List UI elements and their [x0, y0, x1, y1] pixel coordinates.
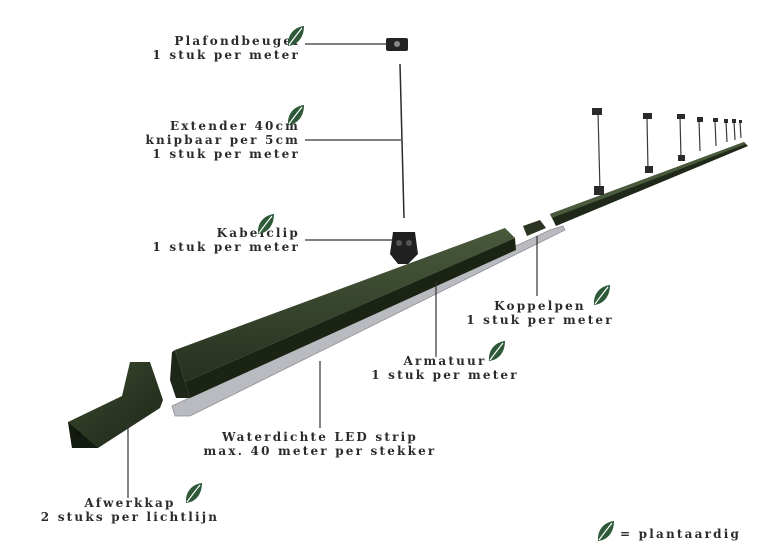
leaf-icon: [257, 214, 274, 234]
extender-subtitle: knipbaar per 5cm: [145, 133, 300, 147]
legend-text: = plantaardig: [620, 527, 742, 541]
extender-note: 1 stuk per meter: [152, 147, 300, 161]
koppelpen-title: Koppelpen: [494, 299, 586, 313]
plafondbeugel-subtitle: 1 stuk per meter: [152, 48, 300, 62]
leader-lines: [127, 43, 538, 498]
afwerkkap-subtitle: 2 stuks per lichtlijn: [40, 510, 220, 524]
far-rail: [550, 108, 748, 226]
leaf-icon: [287, 26, 304, 46]
label-kabelclip: Kabelclip 1 stuk per meter: [110, 226, 300, 254]
armatuur-subtitle: 1 stuk per meter: [371, 368, 519, 382]
label-led-strip: Waterdichte LED strip max. 40 meter per …: [160, 430, 480, 458]
armatuur-part: [170, 228, 516, 398]
leaf-icon: [287, 105, 304, 125]
hanger-assembly: [386, 38, 418, 264]
label-koppelpen: Koppelpen 1 stuk per meter: [440, 299, 640, 327]
legend: = plantaardig: [596, 519, 764, 547]
kabelclip-title: Kabelclip: [110, 226, 300, 240]
plafondbeugel-title: Plafondbeugel: [174, 34, 300, 48]
leaf-icon: [593, 285, 610, 305]
label-afwerkkap: Afwerkkap 2 stuks per lichtlijn: [5, 496, 255, 524]
leaf-icon: [597, 521, 614, 541]
leaf-icon: [185, 483, 202, 503]
koppelpen-subtitle: 1 stuk per meter: [466, 313, 614, 327]
kabelclip-subtitle: 1 stuk per meter: [152, 240, 300, 254]
leaf-icon: [488, 341, 505, 361]
afwerkkap-part: [68, 362, 163, 448]
label-armatuur: Armatuur 1 stuk per meter: [345, 354, 545, 382]
led-strip-part: [171, 225, 566, 417]
extender-title: Extender 40cm: [169, 119, 300, 133]
led-strip-title: Waterdichte LED strip: [222, 430, 418, 444]
led-strip-subtitle: max. 40 meter per stekker: [203, 444, 437, 458]
label-extender: Extender 40cm knipbaar per 5cm 1 stuk pe…: [100, 119, 300, 161]
armatuur-title: Armatuur: [403, 354, 487, 368]
koppelpen-part: [523, 220, 546, 236]
label-plafondbeugel: Plafondbeugel 1 stuk per meter: [110, 34, 300, 62]
afwerkkap-title: Afwerkkap: [84, 496, 176, 510]
